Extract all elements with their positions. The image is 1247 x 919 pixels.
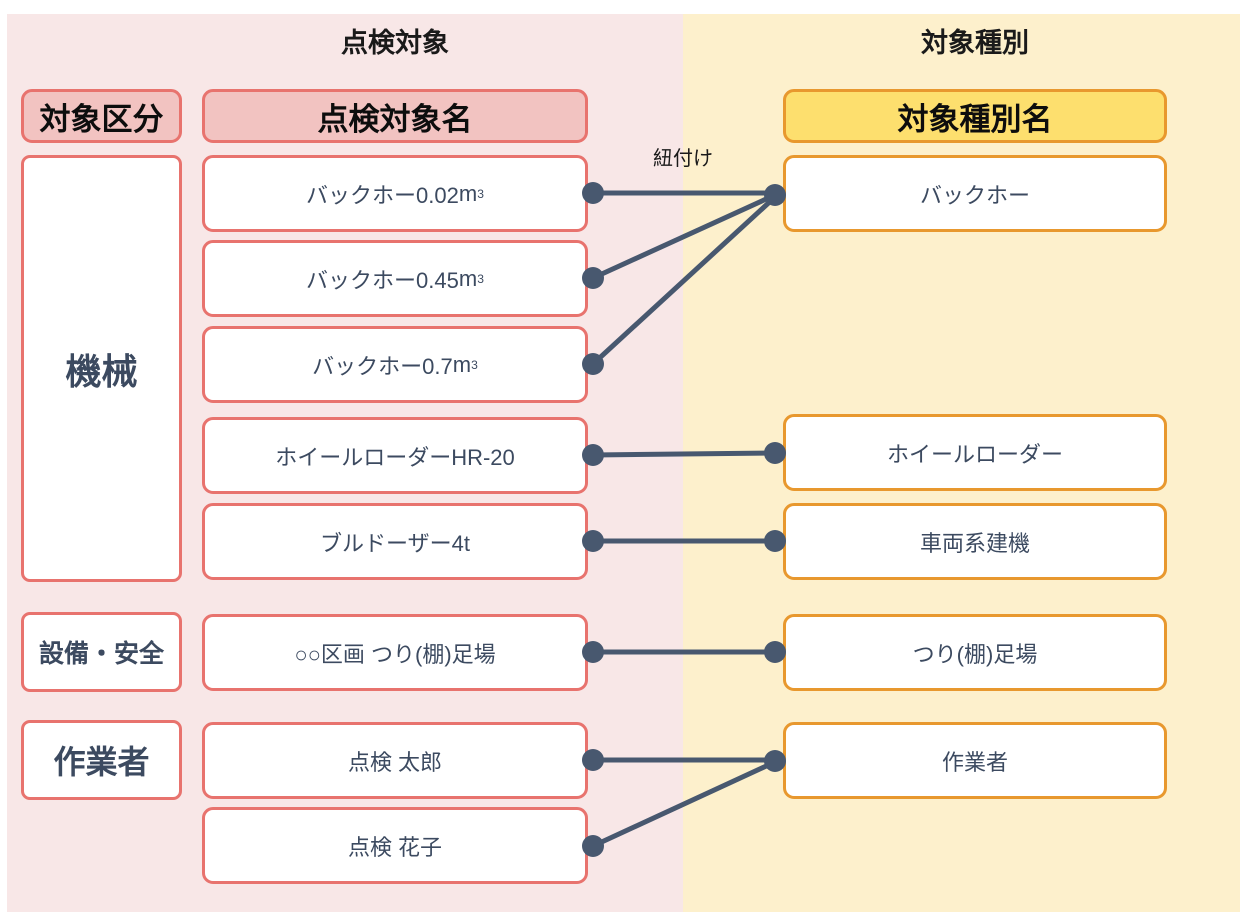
target-type-box[interactable]: 車両系建機 (783, 503, 1167, 580)
inspection-target-box[interactable]: ホイールローダーHR-20 (202, 417, 588, 494)
target-type-label: 作業者 (941, 749, 1008, 775)
inspection-target-box[interactable]: ○○区画 つり(棚)足場 (202, 614, 588, 691)
target-type-box[interactable]: 作業者 (783, 722, 1167, 799)
category-box-machine[interactable]: 機械 (21, 155, 182, 582)
inspection-target-label: バックホー0.02 (306, 182, 459, 208)
inspection-target-label: 点検 花子 (347, 834, 443, 860)
target-type-box[interactable]: つり(棚)足場 (783, 614, 1167, 691)
unit-label: m (458, 180, 478, 206)
inspection-target-label: 点検 太郎 (347, 749, 443, 775)
inspection-target-box[interactable]: 点検 太郎 (202, 722, 588, 799)
target-type-label: 車両系建機 (919, 530, 1030, 556)
header-inspection-target-name: 点検対象名 (202, 89, 588, 143)
inspection-target-label: ホイールローダーHR-20 (275, 444, 515, 470)
target-type-label: ホイールローダー (886, 441, 1063, 467)
unit-label: m (452, 351, 472, 377)
target-type-label: つり(棚)足場 (912, 641, 1038, 667)
right-column-title: 対象種別 (921, 28, 1029, 58)
unit-label: m (458, 265, 478, 291)
inspection-target-box[interactable]: 点検 花子 (202, 807, 588, 884)
target-type-label: バックホー (919, 182, 1030, 208)
category-box-worker[interactable]: 作業者 (21, 720, 182, 800)
left-column-title: 点検対象 (341, 28, 449, 58)
target-type-box[interactable]: ホイールローダー (783, 414, 1167, 491)
category-box-equipment-safety[interactable]: 設備・安全 (21, 612, 182, 692)
inspection-target-label: バックホー0.7 (312, 353, 453, 379)
link-relation-label: 紐付け (653, 148, 713, 170)
header-target-type-name: 対象種別名 (783, 89, 1167, 143)
inspection-target-box[interactable]: ブルドーザー4t (202, 503, 588, 580)
target-type-box[interactable]: バックホー (783, 155, 1167, 232)
inspection-target-label: バックホー0.45 (306, 267, 459, 293)
header-category: 対象区分 (21, 89, 182, 143)
inspection-target-label: ○○区画 つり(棚)足場 (294, 641, 496, 667)
inspection-target-label: ブルドーザー4t (320, 530, 470, 556)
